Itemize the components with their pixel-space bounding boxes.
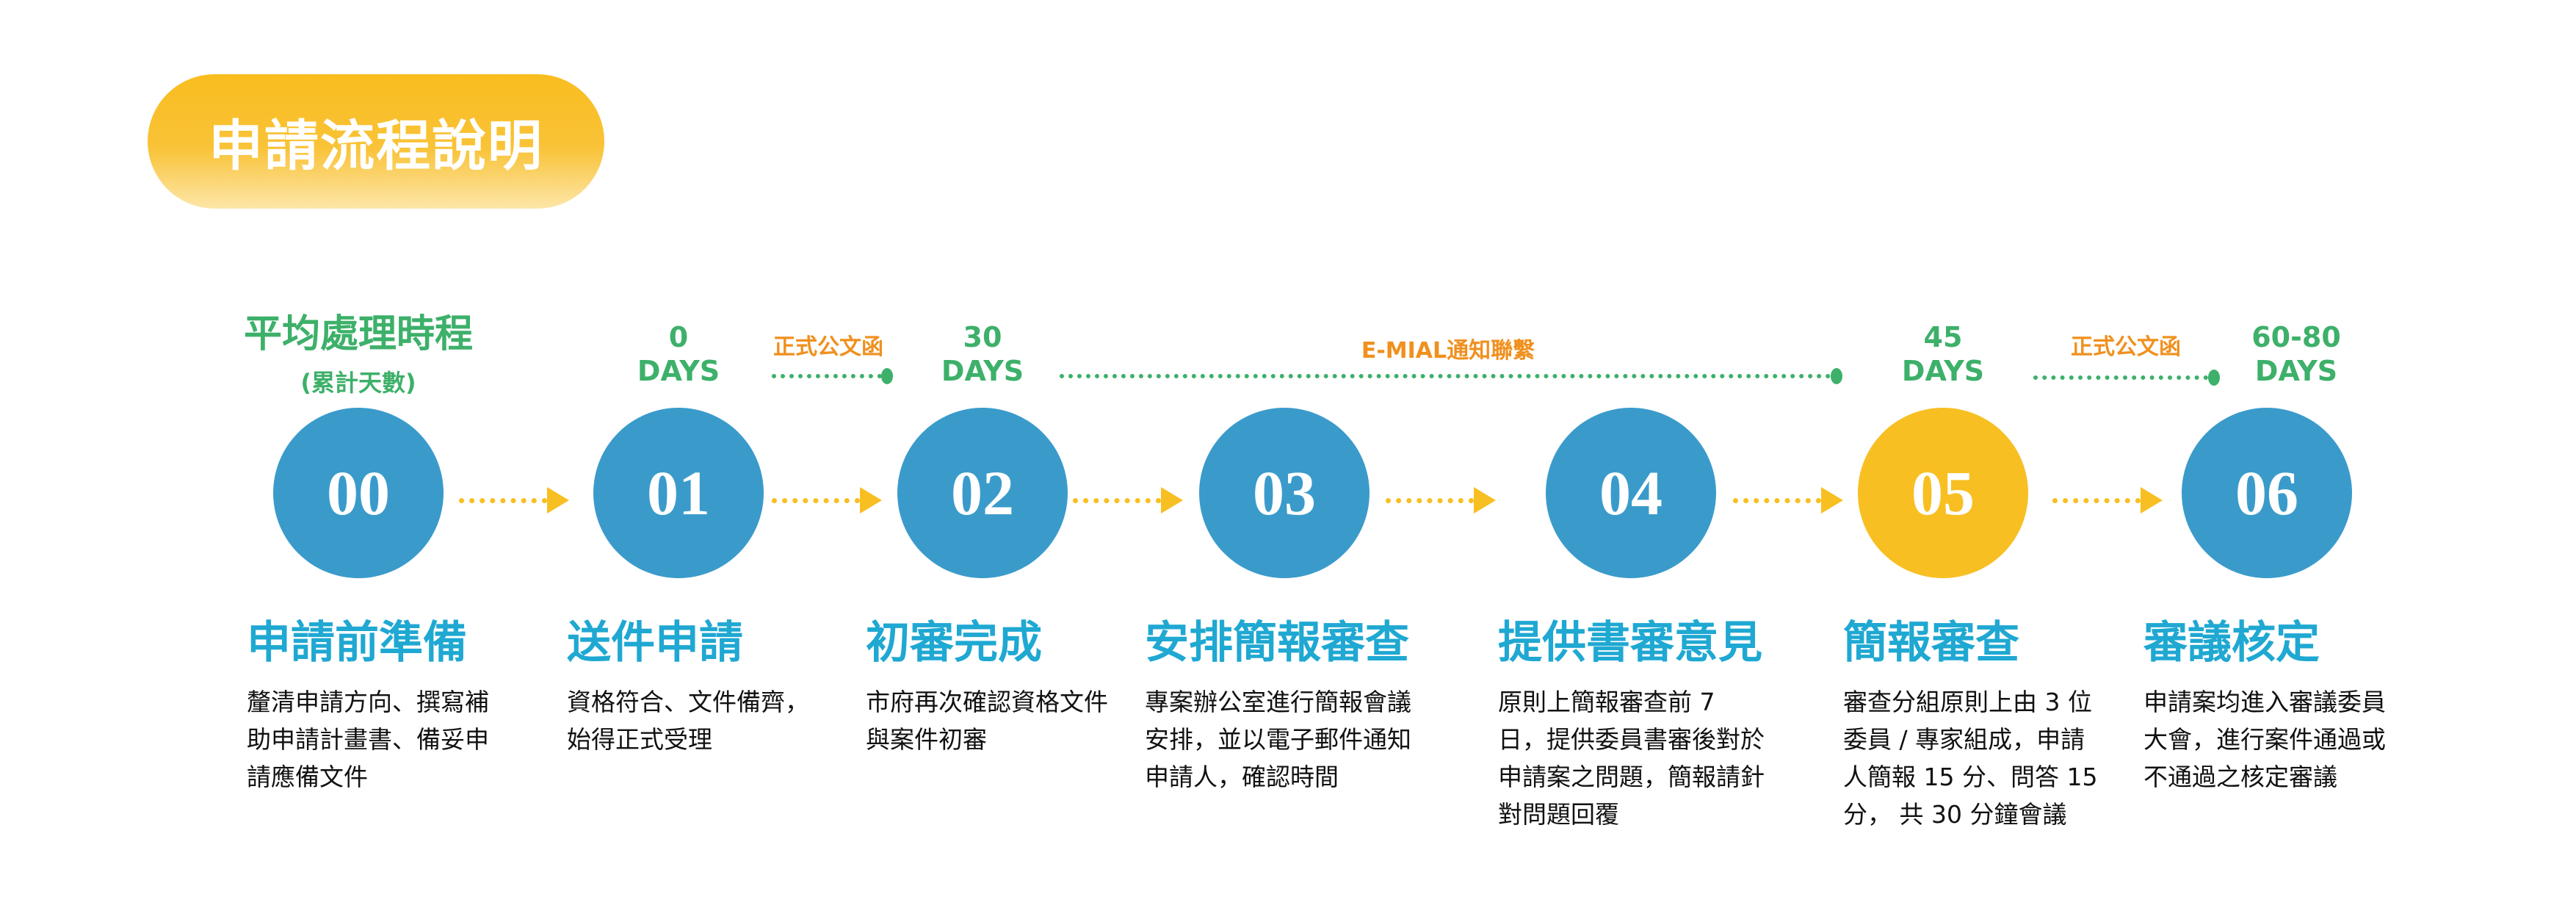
step-title: 申請前準備 bbox=[247, 617, 467, 669]
step-description: 資格符合、文件備齊，始得正式受理 bbox=[567, 688, 809, 754]
connector-dotted-line bbox=[772, 374, 882, 378]
step-description: 審查分組原則上由 3 位委員 / 專家組成，申請人簡報 15 分、問答 15 分… bbox=[1843, 688, 2098, 829]
connector-dotted-line bbox=[1060, 374, 1831, 378]
days-unit: DAYS bbox=[2254, 355, 2338, 387]
days-number: 45 bbox=[1923, 321, 1963, 353]
step-description: 釐清申請方向、撰寫補助申請計畫書、備妥申請應備文件 bbox=[247, 688, 489, 791]
step-circle-02: 02 bbox=[897, 408, 1068, 578]
connector-label-official-letter: 正式公文函 bbox=[773, 334, 883, 360]
arrow-right-icon bbox=[772, 487, 882, 514]
step-title: 簡報審查 bbox=[1843, 617, 2019, 669]
connector-end-dot bbox=[2208, 370, 2220, 386]
arrow-right-icon bbox=[1733, 487, 1843, 514]
step-description: 原則上簡報審查前 7 日，提供委員書審後對於申請案之問題，簡報請針對問題回覆 bbox=[1498, 688, 1765, 829]
connector-label-email: E-MIAL通知聯繫 bbox=[1361, 338, 1535, 364]
days-number: 30 bbox=[963, 321, 1002, 353]
step-circle-06: 06 bbox=[2182, 408, 2352, 578]
connector-end-dot bbox=[1831, 368, 1842, 384]
arrow-right-icon bbox=[459, 487, 569, 514]
connector-end-dot bbox=[881, 368, 893, 384]
step-description: 專案辦公室進行簡報會議安排，並以電子郵件通知申請人，確認時間 bbox=[1145, 688, 1411, 791]
step-circle-04: 04 bbox=[1546, 408, 1716, 578]
days-unit: DAYS bbox=[941, 355, 1024, 387]
step-circle-00: 00 bbox=[273, 408, 444, 578]
step-title: 提供書審意見 bbox=[1498, 617, 1762, 669]
step-title: 安排簡報審查 bbox=[1145, 617, 1409, 669]
days-unit: DAYS bbox=[637, 355, 720, 387]
arrow-right-icon bbox=[1386, 487, 1496, 514]
connector-dotted-line bbox=[2033, 375, 2208, 380]
timeline-sublabel: (累計天數) bbox=[300, 369, 416, 397]
step-title: 送件申請 bbox=[567, 617, 743, 669]
step-title: 審議核定 bbox=[2143, 617, 2320, 669]
days-number: 60-80 bbox=[2251, 321, 2341, 353]
timeline-label: 平均處理時程 bbox=[243, 312, 474, 356]
connector-label-official-letter: 正式公文函 bbox=[2071, 334, 2181, 360]
step-description: 申請案均進入審議委員大會，進行案件通過或不通過之核定審議 bbox=[2143, 688, 2386, 791]
arrow-right-icon bbox=[2052, 487, 2163, 514]
step-circle-03: 03 bbox=[1199, 408, 1370, 578]
days-unit: DAYS bbox=[1901, 355, 1985, 387]
step-description: 市府再次確認資格文件與案件初審 bbox=[866, 688, 1108, 754]
step-circle-01: 01 bbox=[593, 408, 764, 578]
step-title: 初審完成 bbox=[866, 617, 1042, 669]
days-number: 0 bbox=[668, 321, 689, 353]
page-title: 申請流程說明 bbox=[148, 74, 604, 209]
arrow-right-icon bbox=[1073, 487, 1183, 514]
step-circle-05: 05 bbox=[1858, 408, 2028, 578]
